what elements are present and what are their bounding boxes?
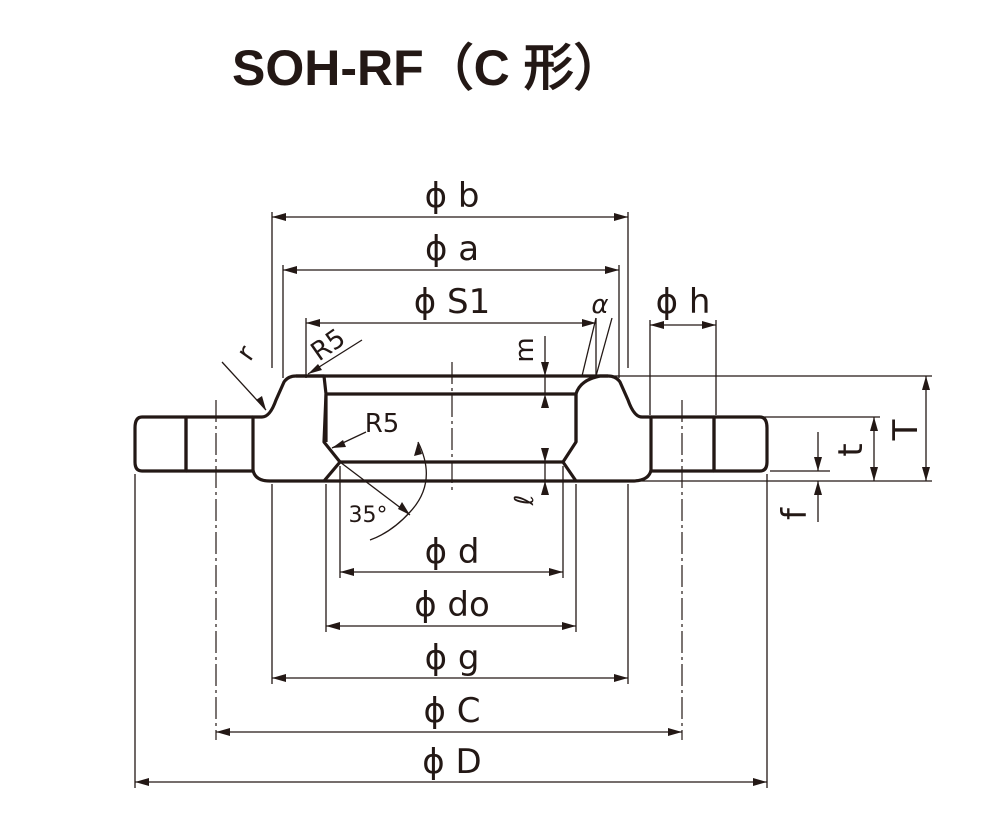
label-g: ϕ g: [425, 638, 480, 678]
label-f: f: [775, 507, 815, 520]
flange-right-outer-section: [712, 415, 769, 473]
label-c: ϕ C: [424, 691, 481, 731]
label-do: ϕ do: [414, 585, 490, 625]
label-h: ϕ h: [656, 282, 711, 322]
label-l: ℓ: [510, 495, 540, 507]
label-b: ϕ b: [425, 176, 480, 216]
page-title: SOH-RF（C 形）: [232, 40, 624, 96]
label-d-outer: ϕ D: [422, 742, 481, 782]
label-s1: ϕ S1: [414, 282, 490, 322]
label-t-thickness: t: [831, 443, 871, 456]
label-t-total: T: [886, 419, 926, 441]
arrowheads: [135, 213, 930, 786]
extension-lines: [134, 212, 932, 788]
label-r5-inner: R5: [365, 409, 400, 439]
center-lines: [215, 362, 683, 740]
flange-left-hub-section: [251, 374, 342, 483]
flange-left-outer-section: [133, 415, 188, 473]
label-d: ϕ d: [425, 532, 480, 572]
flange-outline: [184, 374, 716, 483]
label-r5-top: R5: [306, 323, 352, 367]
label-alpha: α: [591, 290, 608, 320]
label-m: m: [510, 337, 540, 362]
label-r: r: [231, 340, 262, 366]
leader-lines: [221, 317, 613, 541]
label-a: ϕ a: [425, 229, 479, 269]
dimension-labels: ϕ b ϕ a ϕ S1 ϕ h ϕ d ϕ do ϕ g ϕ C ϕ D T …: [231, 176, 926, 782]
leader-arrowheads: [256, 364, 422, 515]
dimension-lines: [135, 216, 927, 783]
label-angle-35: 35°: [349, 503, 388, 528]
